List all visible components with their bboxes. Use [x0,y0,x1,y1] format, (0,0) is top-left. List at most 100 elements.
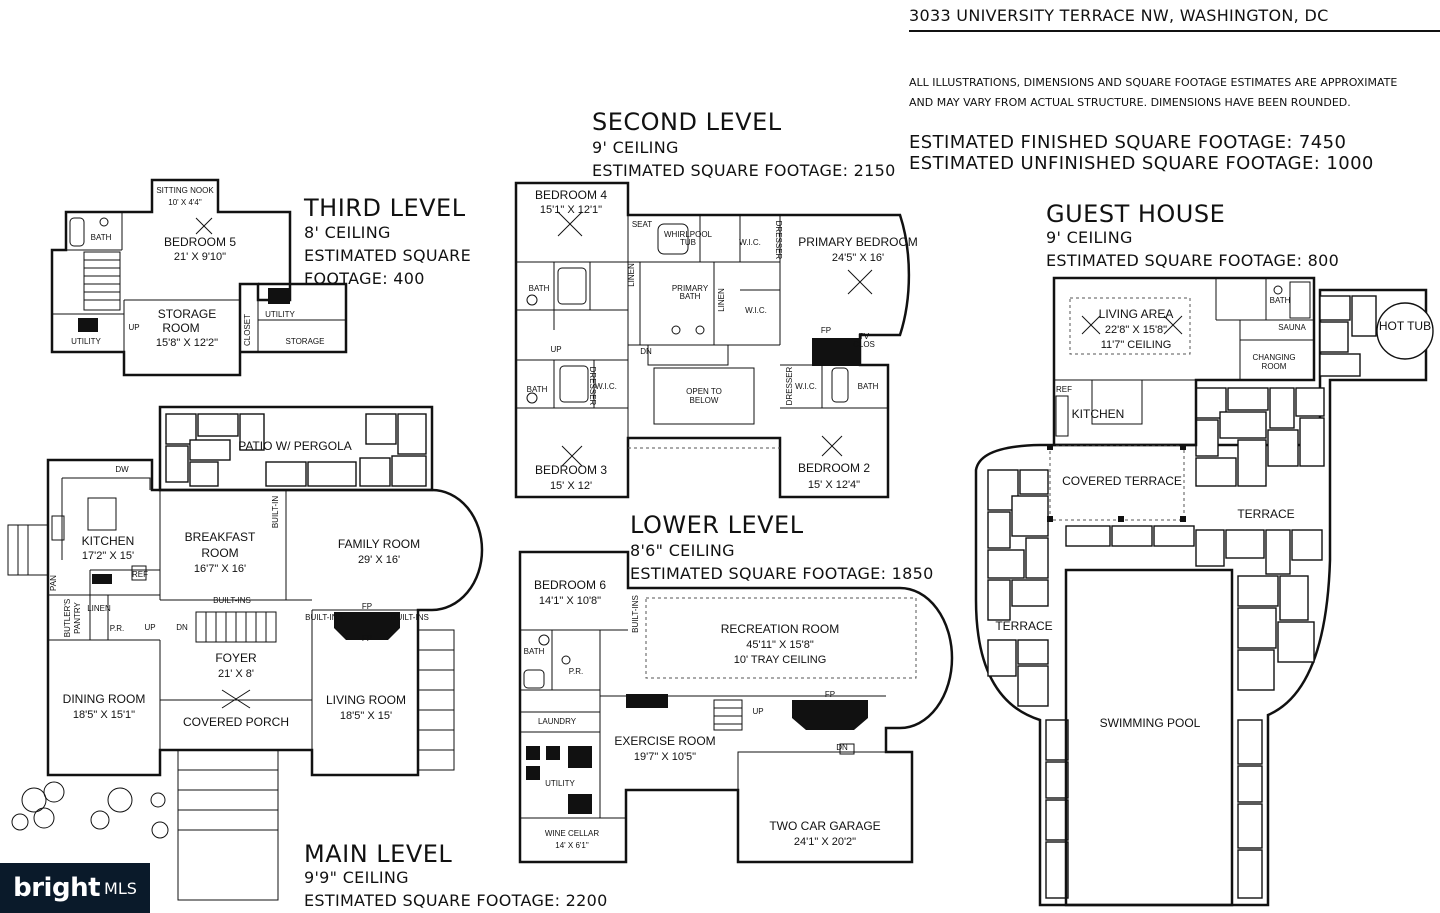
primary-bedroom-dim: 24'5" X 16' [832,252,884,264]
covered-terrace-outline [1049,445,1185,521]
guest-bath-label: BATH [1270,296,1291,305]
second-level-title: SECOND LEVEL [592,108,782,136]
garage-dim: 24'1" X 20'2" [794,836,856,848]
main-level-ceiling: 9'9" CEILING [304,868,409,887]
clos-label: CLOS [853,340,875,349]
second-up-label: UP [550,345,561,354]
pan-label: PAN [49,575,58,591]
open-to-below-1: OPEN TO [686,387,722,396]
second-fireplace [812,338,860,366]
main-fp-label-a: FP [362,602,372,611]
third-level-title: THIRD LEVEL [304,194,466,222]
guest-house-ceiling: 9' CEILING [1046,228,1133,247]
property-address: 3033 UNIVERSITY TERRACE NW, WASHINGTON, … [909,6,1329,25]
second-bath-label-c: BATH [858,382,879,391]
lower-level-plan: BEDROOM 6 14'1" X 10'8" BUILT-INS RECREA… [518,550,954,864]
second-bath-label-a: BATH [529,284,550,293]
bright-mls-logo: bright MLS [0,863,150,913]
swimming-pool-label: SWIMMING POOL [1100,716,1201,730]
landscape-shrubs [11,781,169,839]
storage-room-dim: 15'8" X 12'2" [156,337,218,349]
linen-label-b: LINEN [717,288,726,312]
living-area-label: LIVING AREA [1099,307,1174,321]
wic-label-c: W.I.C. [595,382,617,391]
lower-fp-label: FP [825,690,835,699]
exercise-room-dim: 19'7" X 10'5" [634,751,696,763]
changing-room-label-1: CHANGING [1252,353,1295,362]
mls-logo-text: MLS [104,878,137,898]
living-area-ceiling: 11'7" CEILING [1101,339,1172,351]
recreation-room-label: RECREATION ROOM [721,622,839,636]
guest-house-title: GUEST HOUSE [1046,200,1226,228]
third-utility-label-b: UTILITY [265,310,295,319]
changing-room-label-2: ROOM [1262,362,1287,371]
covered-terrace-label: COVERED TERRACE [1062,474,1182,488]
address-underline [909,30,1440,32]
tray-ceiling-outline [645,597,917,679]
third-level-sqft-1: ESTIMATED SQUARE [304,246,471,265]
dw-label: DW [115,465,129,474]
lower-fireplace [792,700,868,730]
recreation-room-ceiling: 10' TRAY CEILING [734,654,827,666]
breakfast-room-dim: 16'7" X 16' [194,563,246,575]
butlers-label-1: BUTLER'S [63,599,72,637]
wine-cellar-label: WINE CELLAR [545,829,599,838]
second-level-ceiling: 9' CEILING [592,138,679,157]
built-ins-label-b: BUILT-INS [305,613,343,622]
main-pr-label: P.R. [110,624,125,633]
breakfast-room-label-2: ROOM [201,546,238,560]
second-dn-label: DN [640,347,652,356]
living-area-dim: 22'8" X 15'8" [1105,324,1167,336]
main-linen-label: LINEN [87,604,111,613]
swimming-pool-shape [1064,568,1234,907]
wic-label-a: W.I.C. [739,238,761,247]
second-bath-label-b: BATH [527,385,548,394]
patio-label: PATIO W/ PERGOLA [238,439,352,453]
lower-bath-label: BATH [524,647,545,656]
main-fireplace [334,612,400,640]
built-ins-label-a: BUILT-INS [213,596,251,605]
main-fp-label-b: FP [362,634,372,643]
primary-bath-label-2: BATH [680,292,701,301]
dining-room-dim: 18'5" X 15'1" [73,709,135,721]
guest-ref-label: REF [1056,385,1072,394]
main-stair [195,611,277,643]
third-bath-label: BATH [91,233,112,242]
primary-bedroom-label: PRIMARY BEDROOM [798,235,918,249]
whirlpool-label-2: TUB [680,238,696,247]
laundry-label: LAUNDRY [538,717,577,726]
terrace-stones [987,295,1377,899]
main-level-plan: PATIO W/ PERGOLA DW KITCHEN 17'2" X 15' … [7,405,484,901]
guest-house-sqft: ESTIMATED SQUARE FOOTAGE: 800 [1046,251,1340,270]
main-ref-label: REF [132,570,148,579]
lower-level-title: LOWER LEVEL [630,511,804,539]
guest-house-plan: BATH LIVING AREA 22'8" X 15'8" 11'7" CEI… [974,276,1434,907]
third-level-ceiling: 8' CEILING [304,223,391,242]
bedroom-5-label: BEDROOM 5 [164,235,236,249]
open-to-below-area [653,367,755,425]
dresser-label-a: DRESSER [774,221,783,260]
exercise-room-label: EXERCISE ROOM [614,734,715,748]
bright-logo-text: bright [13,873,101,903]
open-to-below-2: BELOW [690,396,719,405]
family-room-label: FAMILY ROOM [338,537,420,551]
tv-label: TV [859,332,870,341]
dresser-label-b: DRESSER [588,367,597,406]
built-in-label-a: BUILT-IN [271,496,280,529]
storage-room-label-1: STORAGE [158,307,216,321]
closet-label: CLOSET [243,314,252,346]
dining-room-label: DINING ROOM [63,692,146,706]
terrace-label-b: TERRACE [995,619,1052,633]
lower-level-sqft: ESTIMATED SQUARE FOOTAGE: 1850 [630,564,934,583]
third-level-plan: SITTING NOOK 10' X 4'4" BATH BEDROOM 5 2… [50,178,348,377]
bedroom-2-dim: 15' X 12'4" [808,479,860,491]
living-room-dim: 18'5" X 15' [340,710,392,722]
garage-label: TWO CAR GARAGE [769,819,880,833]
main-kitchen-label: KITCHEN [82,534,135,548]
third-storage-label: STORAGE [286,337,325,346]
wic-label-d: W.I.C. [795,382,817,391]
bedroom-4-label: BEDROOM 4 [535,188,607,202]
foyer-label: FOYER [215,651,257,665]
recreation-room-dim: 45'11" X 15'8" [746,639,814,651]
